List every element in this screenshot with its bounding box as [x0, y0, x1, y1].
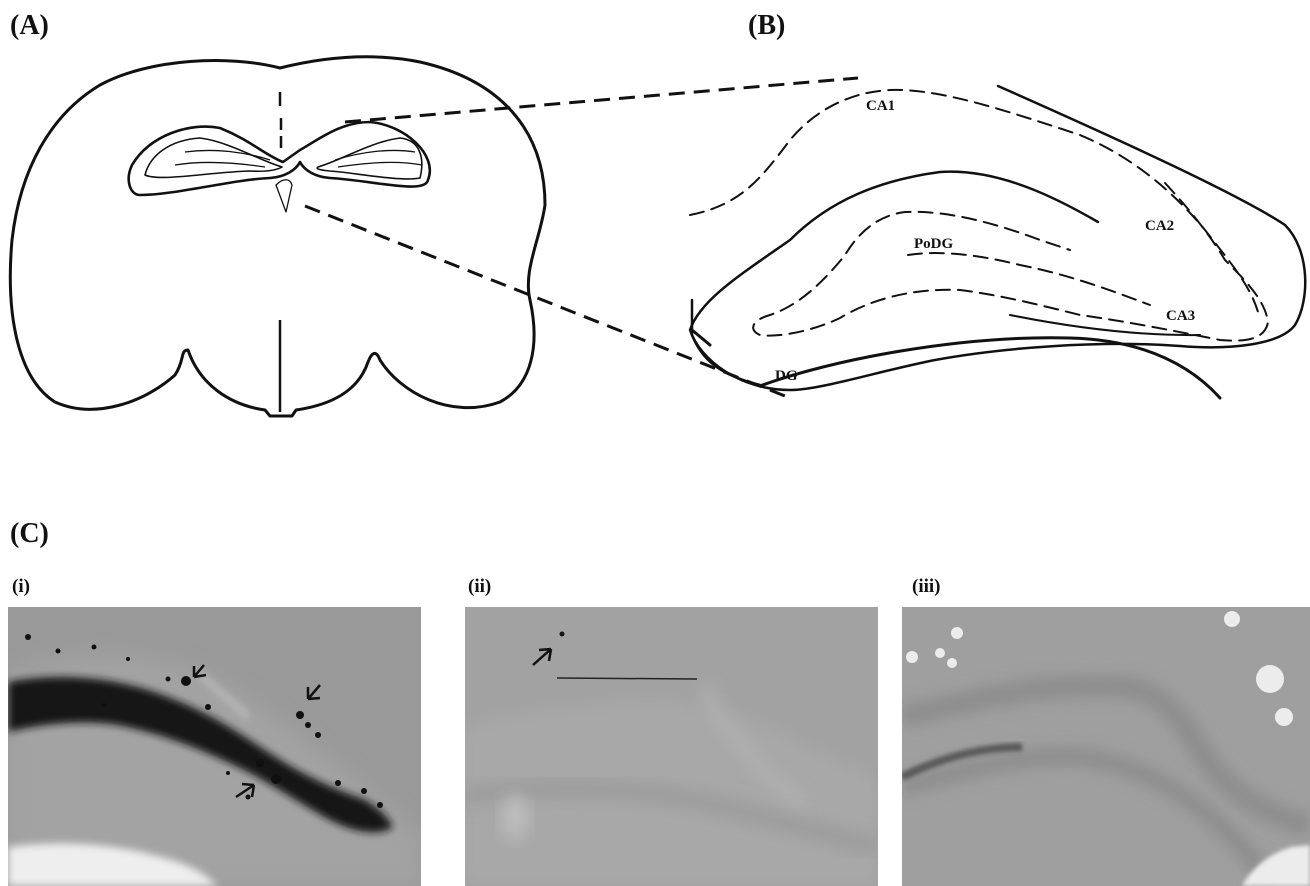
coronal-section-outline — [10, 57, 545, 416]
micrograph-ii — [465, 607, 878, 886]
micrograph-iii — [902, 607, 1310, 886]
brain-diagram: CA1 CA2 PoDG CA3 DG — [0, 0, 1310, 520]
podg-layer — [908, 253, 1150, 305]
region-label-ca3: CA3 — [1166, 308, 1195, 324]
hippocampus-schematic — [690, 86, 1305, 398]
hippocampal-fissure — [760, 338, 1220, 398]
hippocampus-outline-section — [129, 122, 430, 212]
subpanel-label-i: (i) — [12, 577, 30, 596]
panel-label-c: (C) — [10, 520, 49, 548]
hippocampus-outer-border — [690, 86, 1305, 390]
subpanel-label-ii: (ii) — [468, 577, 491, 596]
region-label-dg: DG — [775, 368, 798, 384]
scale-bar — [557, 678, 697, 679]
midline-fissure — [280, 92, 281, 412]
subpanel-label-iii: (iii) — [912, 577, 941, 596]
region-label-ca1: CA1 — [866, 98, 895, 114]
hilus-fold — [692, 300, 760, 385]
micrograph-i — [8, 607, 421, 886]
region-label-ca2: CA2 — [1145, 218, 1174, 234]
ca1-cell-layer — [690, 90, 1258, 312]
region-label-podg: PoDG — [914, 236, 953, 252]
